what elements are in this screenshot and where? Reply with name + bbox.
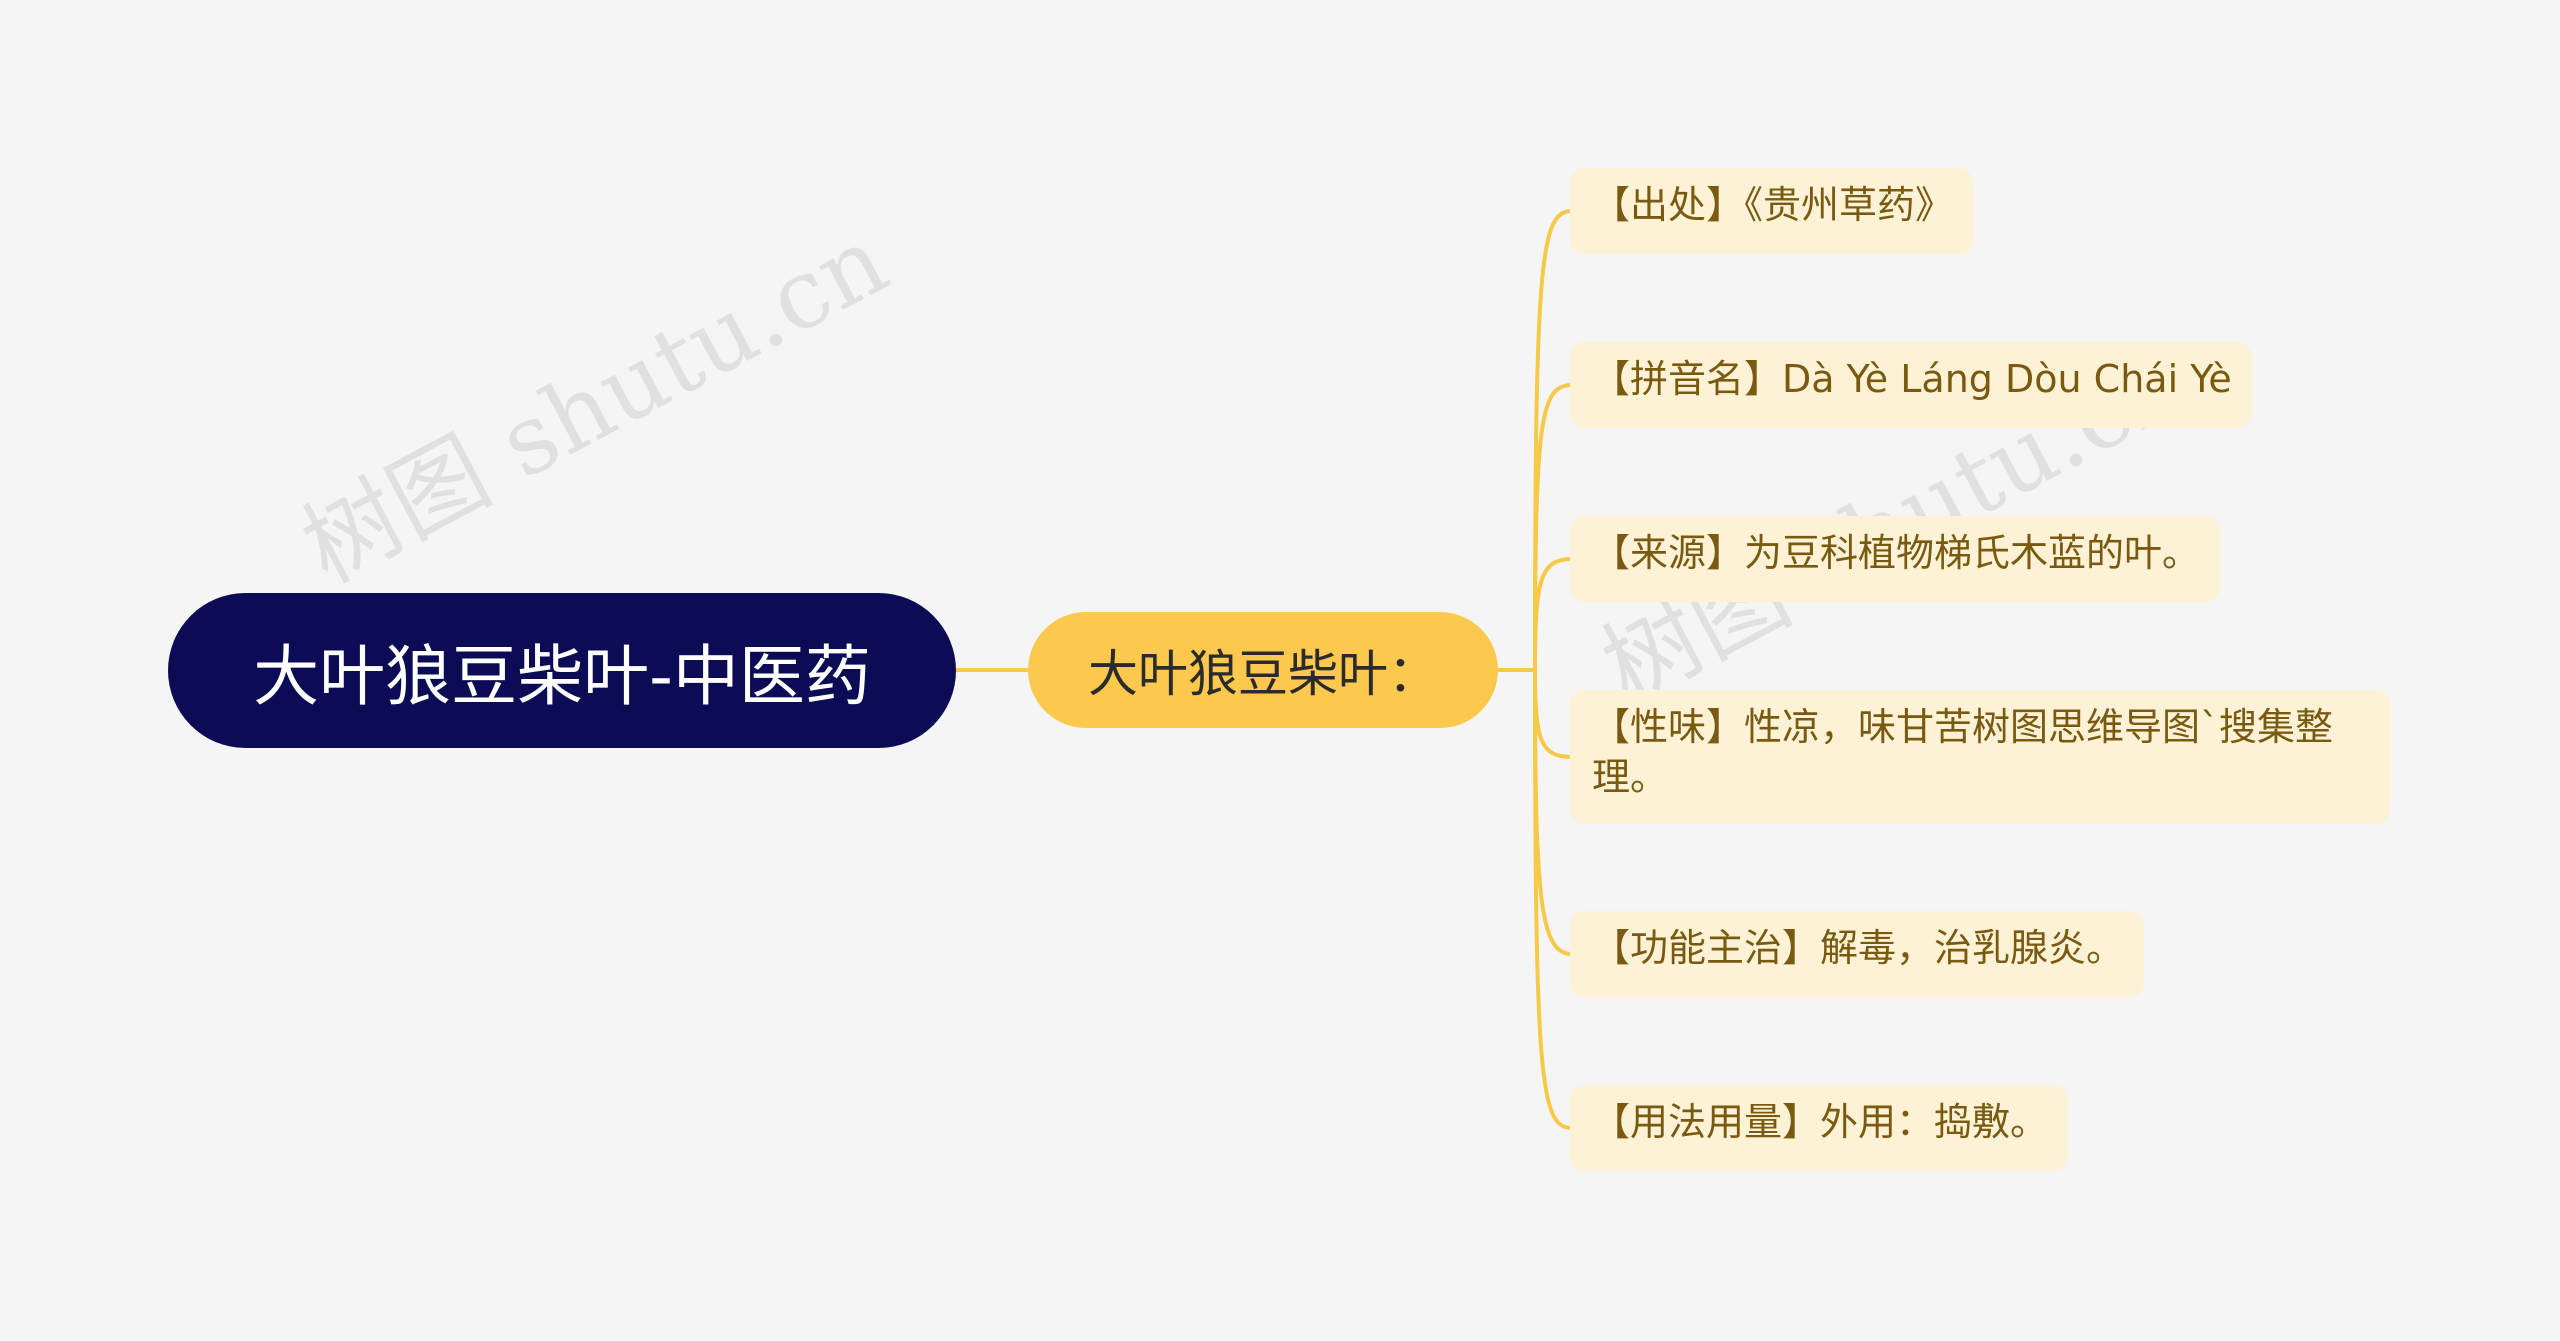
root-topic-label: 大叶狼豆柴叶-中医药 bbox=[253, 637, 871, 715]
root-topic-node[interactable]: 大叶狼豆柴叶-中医药 bbox=[168, 593, 956, 748]
branch-to-item-2-line bbox=[1533, 383, 1573, 671]
leaf-node-pinyin[interactable]: 【拼音名】Dà Yè Láng Dòu Chái Yè bbox=[1570, 342, 2252, 428]
branch-to-item-5-line bbox=[1533, 669, 1573, 956]
leaf-node-origin[interactable]: 【来源】为豆科植物梯氏木蓝的叶。 bbox=[1570, 516, 2221, 602]
branch-topic-label: 大叶狼豆柴叶： bbox=[1088, 645, 1438, 703]
leaf-node-source[interactable]: 【出处】《贵州草药》 bbox=[1570, 168, 1974, 254]
branch-to-item-6-line bbox=[1533, 669, 1573, 1130]
leaf-node-indications[interactable]: 【功能主治】解毒，治乳腺炎。 bbox=[1570, 911, 2145, 997]
branch-to-item-4-line bbox=[1533, 669, 1573, 759]
leaf-label: 【性味】性凉，味甘苦树图思维导图`搜集整理。 bbox=[1592, 705, 2334, 799]
leaf-node-usage[interactable]: 【用法用量】外用：捣敷。 bbox=[1570, 1085, 2069, 1171]
leaf-label: 【来源】为豆科植物梯氏木蓝的叶。 bbox=[1592, 531, 2201, 575]
leaf-node-nature[interactable]: 【性味】性凉，味甘苦树图思维导图`搜集整理。 bbox=[1570, 690, 2390, 824]
leaf-label: 【用法用量】外用：捣敷。 bbox=[1592, 1100, 2049, 1144]
branch-topic-node[interactable]: 大叶狼豆柴叶： bbox=[1028, 612, 1498, 728]
branch-to-item-3-line bbox=[1533, 557, 1573, 671]
leaf-label: 【拼音名】Dà Yè Láng Dòu Chái Yè bbox=[1592, 357, 2232, 401]
leaf-label: 【出处】《贵州草药》 bbox=[1592, 183, 1954, 227]
leaf-label: 【功能主治】解毒，治乳腺炎。 bbox=[1592, 926, 2125, 970]
